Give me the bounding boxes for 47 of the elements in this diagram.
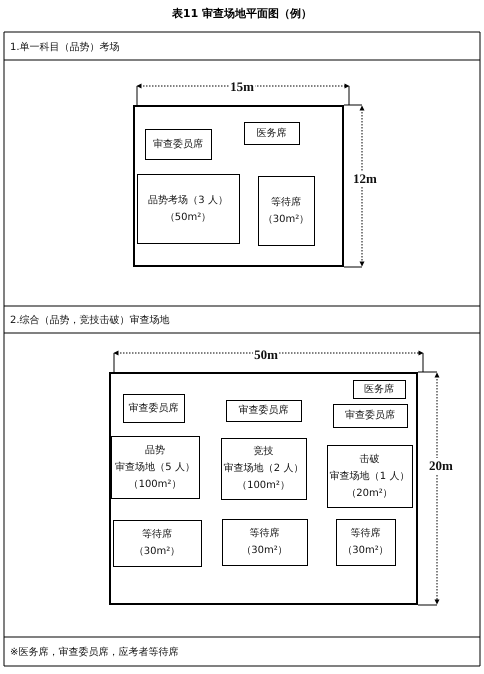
room-box bbox=[220, 438, 306, 500]
room-label: （100m²） bbox=[237, 479, 290, 493]
room-label: 审查委员席 bbox=[238, 404, 288, 418]
dimension-label: 20m bbox=[428, 458, 454, 474]
room-label: （30m²） bbox=[262, 212, 310, 226]
room-label: 等待席 bbox=[271, 196, 301, 210]
room-box bbox=[144, 128, 212, 160]
room-label: 品势考场（3 人） bbox=[148, 194, 228, 208]
room-label: （50m²） bbox=[164, 210, 212, 224]
section-heading: 2.综合（品势，竞技击破）审查场地 bbox=[10, 314, 170, 327]
room-box bbox=[352, 380, 406, 398]
room-box bbox=[222, 518, 308, 566]
room-label: 等待席 bbox=[250, 526, 280, 541]
room-label: 医务席 bbox=[256, 126, 286, 140]
room-label: （30m²） bbox=[134, 545, 180, 559]
room-box bbox=[226, 400, 302, 422]
room-box bbox=[326, 444, 412, 508]
room-box bbox=[336, 518, 396, 566]
room-label: 审查场地（2 人） bbox=[224, 462, 304, 476]
room-label: 等待席 bbox=[142, 528, 172, 542]
note-text: ※医务席，审查委员席，应考者等待席 bbox=[10, 646, 178, 659]
title: 表11 审查场地平面图（例） bbox=[172, 7, 312, 20]
room-box bbox=[112, 520, 202, 566]
room-box bbox=[136, 174, 240, 244]
room-label: 竞技 bbox=[254, 444, 274, 459]
room-box bbox=[244, 122, 300, 144]
room-label: 审查委员席 bbox=[153, 138, 203, 152]
room-label: 审查委员席 bbox=[345, 408, 395, 423]
hall-outline bbox=[109, 372, 418, 605]
room-label: （30m²） bbox=[342, 544, 389, 558]
room-label: （30m²） bbox=[241, 544, 288, 558]
room-label: 审查场地（5 人） bbox=[115, 460, 195, 474]
room-label: 医务席 bbox=[364, 382, 394, 396]
room-label: （20m²） bbox=[346, 486, 393, 500]
section-heading: 1.单一科目（品势）考场 bbox=[10, 40, 120, 54]
room-label: 等待席 bbox=[350, 526, 380, 541]
room-label: 审查场地（1 人） bbox=[330, 470, 410, 484]
room-box bbox=[332, 404, 408, 428]
room-box bbox=[110, 436, 200, 498]
room-label: 品势 bbox=[145, 444, 165, 458]
room-box bbox=[258, 176, 314, 246]
room-label: （100m²） bbox=[128, 478, 182, 492]
room-label: 审查委员席 bbox=[128, 402, 178, 416]
room-label: 击破 bbox=[360, 452, 380, 466]
room-box bbox=[122, 394, 184, 422]
hall-outline bbox=[133, 105, 344, 267]
dimension-label: 12m bbox=[352, 171, 378, 187]
